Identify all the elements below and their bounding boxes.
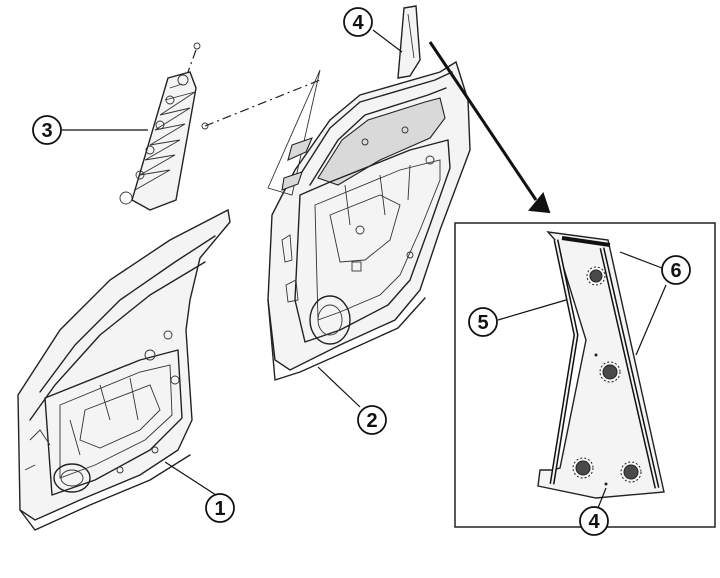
svg-text:4: 4 <box>588 511 600 533</box>
glass-outline <box>267 69 321 196</box>
svg-text:3: 3 <box>41 120 52 142</box>
callout-5: 5 <box>468 307 498 337</box>
svg-text:6: 6 <box>670 260 681 282</box>
svg-text:2: 2 <box>366 410 377 432</box>
door-seal-strip-icon <box>119 42 321 211</box>
leader-1 <box>164 461 217 496</box>
rear-door-icon <box>267 60 471 381</box>
leader-2 <box>317 366 361 408</box>
leader-4-top <box>372 29 403 53</box>
callout-1: 1 <box>205 493 235 523</box>
detail-view-frame <box>454 222 716 528</box>
callout-4-detail: 4 <box>579 506 609 536</box>
leader-4-detail <box>597 487 607 509</box>
callout-2: 2 <box>357 405 387 435</box>
callout-3: 3 <box>32 115 62 145</box>
front-door-icon <box>17 208 231 531</box>
svg-text:1: 1 <box>214 498 225 520</box>
pointer-arrow-icon <box>428 41 551 214</box>
glass-strip <box>287 137 313 161</box>
callout-6: 6 <box>661 255 691 285</box>
sash-tape-icon <box>397 5 421 79</box>
glass-strip-2 <box>281 171 303 191</box>
leader-5 <box>497 299 567 321</box>
svg-text:4: 4 <box>352 12 364 34</box>
callout-4-top: 4 <box>343 7 373 37</box>
leader-6a <box>619 251 663 269</box>
svg-text:5: 5 <box>477 312 488 334</box>
leader-6b <box>635 284 667 356</box>
